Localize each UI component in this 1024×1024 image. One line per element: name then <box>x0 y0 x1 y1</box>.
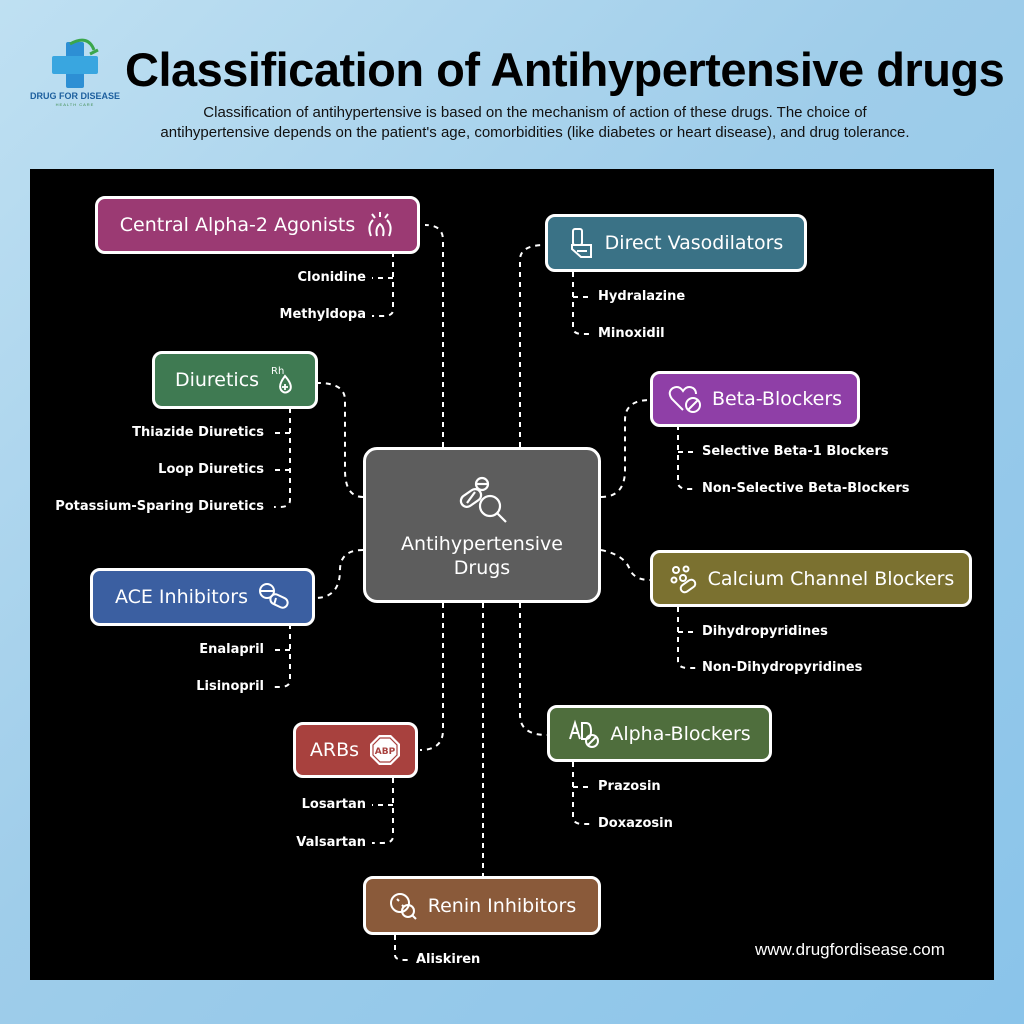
ace-inhibitors-node: ACE Inhibitors <box>90 568 315 626</box>
node-label: ARBs <box>309 739 360 761</box>
drug-selective-beta1-blockers: Selective Beta-1 Blockers <box>702 444 889 459</box>
svg-text:ABP: ABP <box>375 747 396 757</box>
rh-blood-drop-icon: Rh <box>271 366 292 394</box>
drug-clonidine: Clonidine <box>297 270 366 285</box>
drug-non-dihydropyridines: Non-Dihydropyridines <box>702 660 863 675</box>
svg-text:Rh: Rh <box>271 366 284 377</box>
direct-vasodilators-node: Direct Vasodilators <box>545 214 807 272</box>
drug-potassium-sparing-diuretics: Potassium-Sparing Diuretics <box>55 499 264 514</box>
node-label: Direct Vasodilators <box>604 232 784 254</box>
pills-scatter-icon <box>670 565 696 593</box>
drug-loop-diuretics: Loop Diuretics <box>158 462 264 477</box>
website-url[interactable]: www.drugfordisease.com <box>755 940 945 959</box>
node-label: Renin Inhibitors <box>427 894 577 917</box>
drug-dihydropyridines: Dihydropyridines <box>702 624 828 639</box>
drug-valsartan: Valsartan <box>296 835 366 850</box>
alpha-blockers-node: Alpha-Blockers <box>547 705 772 762</box>
node-label: Beta-Blockers <box>711 388 843 410</box>
node-label: Calcium Channel Blockers <box>707 567 955 590</box>
ab-pill-icon <box>569 719 600 748</box>
nerve-signal-icon <box>368 212 392 237</box>
drug-methyldopa: Methyldopa <box>279 307 366 322</box>
pill-magnifier-icon <box>389 892 417 920</box>
brand-logo: DRUG FOR DISEASE HEALTH CARE <box>30 36 120 116</box>
drug-aliskiren: Aliskiren <box>416 952 481 967</box>
drug-doxazosin: Doxazosin <box>598 816 673 831</box>
diuretics-node: Diuretics Rh <box>152 351 318 409</box>
node-label: ACE Inhibitors <box>114 586 249 608</box>
beta-blockers-node: Beta-Blockers <box>650 371 860 427</box>
pills-magnifier-icon <box>459 476 507 523</box>
medical-cross-icon <box>52 38 99 88</box>
drug-hydralazine: Hydralazine <box>598 289 686 304</box>
drug-enalapril: Enalapril <box>199 642 264 657</box>
abp-octagon-icon: ABP <box>370 735 401 765</box>
capsule-pills-icon <box>259 583 289 609</box>
drug-minoxidil: Minoxidil <box>598 326 665 341</box>
drug-lisinopril: Lisinopril <box>196 679 264 694</box>
logo-subtext: HEALTH CARE <box>55 102 95 107</box>
node-label: Alpha-Blockers <box>610 722 751 745</box>
drug-thiazide-diuretics: Thiazide Diuretics <box>132 425 264 440</box>
drug-losartan: Losartan <box>301 797 366 812</box>
drug-prazosin: Prazosin <box>598 779 661 794</box>
page-title: Classification of Antihypertensive drugs <box>125 43 1005 96</box>
arbs-node: ARBs ABP <box>293 722 418 778</box>
renin-inhibitors-node: Renin Inhibitors <box>363 876 601 935</box>
logo-text: DRUG FOR DISEASE <box>30 91 121 101</box>
node-label: Central Alpha-2 Agonists <box>119 214 356 236</box>
drug-non-selective-beta-blockers: Non-Selective Beta-Blockers <box>702 481 910 496</box>
inhaler-icon <box>570 228 592 258</box>
node-label: Diuretics <box>174 369 260 391</box>
heart-pill-icon <box>668 386 701 413</box>
page-subtitle: Classification of antihypertensive is ba… <box>160 104 910 141</box>
central-alpha2-agonists-node: Central Alpha-2 Agonists <box>95 196 420 254</box>
calcium-channel-blockers-node: Calcium Channel Blockers <box>650 550 972 607</box>
